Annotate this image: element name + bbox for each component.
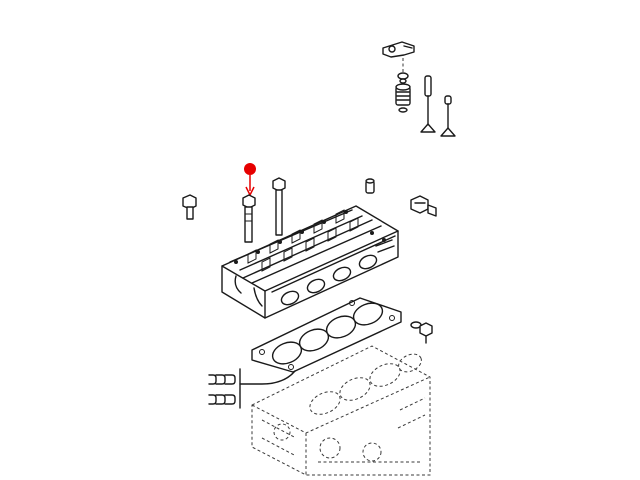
temperature-sender[interactable]: [410, 195, 437, 217]
cylinder-head[interactable]: [221, 205, 399, 319]
highlighted-head-bolt[interactable]: [242, 163, 256, 243]
oil-pressure-switch[interactable]: [410, 321, 433, 344]
intake-valve[interactable]: [420, 75, 436, 133]
dowel-pin[interactable]: [365, 178, 375, 194]
highlight-marker: [244, 163, 256, 175]
cylinder-head-bolt[interactable]: [182, 194, 197, 220]
valve-spring-retainer[interactable]: [397, 72, 409, 84]
long-head-bolt[interactable]: [272, 177, 286, 236]
exhaust-valve[interactable]: [440, 95, 456, 137]
rocker-arm[interactable]: [382, 41, 415, 58]
engine-block: [251, 345, 431, 476]
gasket-thickness-symbols[interactable]: [208, 368, 296, 409]
head-gasket[interactable]: [251, 297, 402, 373]
valve-spring[interactable]: [395, 83, 411, 113]
